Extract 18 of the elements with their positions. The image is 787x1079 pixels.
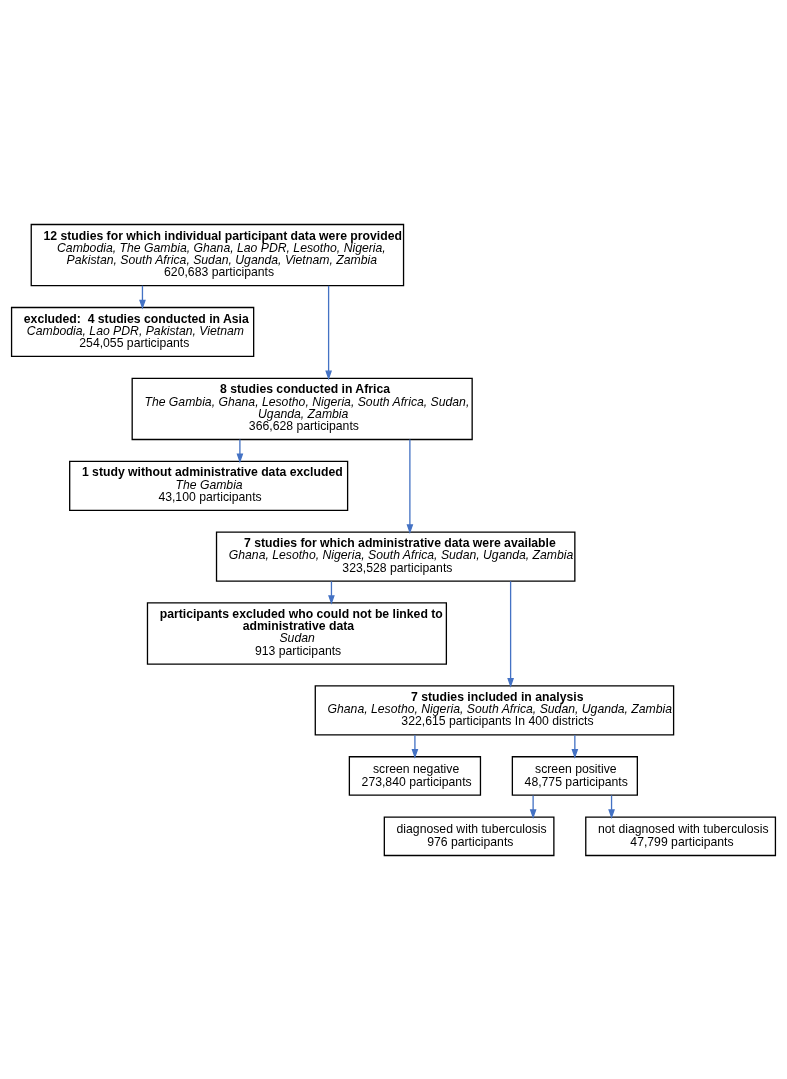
node-box: screen negative 273,840 participants [348,755,482,796]
arrow [529,794,537,819]
arrow [411,734,419,759]
node-box: 8 studies conducted in Africa The Gambia, Ghana, Lesotho, Nigeria, South Africa, Sudan, Uganda, Zambia 366,628 participants [131,377,473,440]
node-box: screen positive 48,775 participants [511,755,638,796]
arrow [571,734,579,759]
node-box: diagnosed with tuberculosis 976 participants [383,815,555,856]
node-box: 7 studies for which administrative data were available Ghana, Lesotho, Nigeria, South Africa, Sudan, Uganda, Zambia 323,528 participants [215,530,576,582]
node-box: 12 studies for which individual participant data were provided Cambodia, The Gambia, Ghana, Lao PDR, Lesotho, Nigeria, Pakistan, South Africa, Sudan, Uganda, Vietnam, Zambia 620,683 participants [30,223,405,286]
arrow [236,438,244,463]
node-box: participants excluded who could not be linked to administrative data Sudan 913 participants [146,601,448,665]
node-box: not diagnosed with tuberculosis 47,799 participants [585,815,777,856]
arrow [507,580,514,688]
node-box: excluded: 4 studies conducted in Asia Cambodia, Lao PDR, Pakistan, Vietnam 254,055 participants [10,306,255,357]
node-box: 7 studies included in analysis Ghana, Lesotho, Nigeria, South Africa, Sudan, Uganda, Zambia 322,615 participants In 400 districts [314,684,675,736]
node-box: 1 study without administrative data excluded The Gambia 43,100 participants [69,460,349,511]
arrow [325,284,332,380]
arrow [406,438,414,534]
